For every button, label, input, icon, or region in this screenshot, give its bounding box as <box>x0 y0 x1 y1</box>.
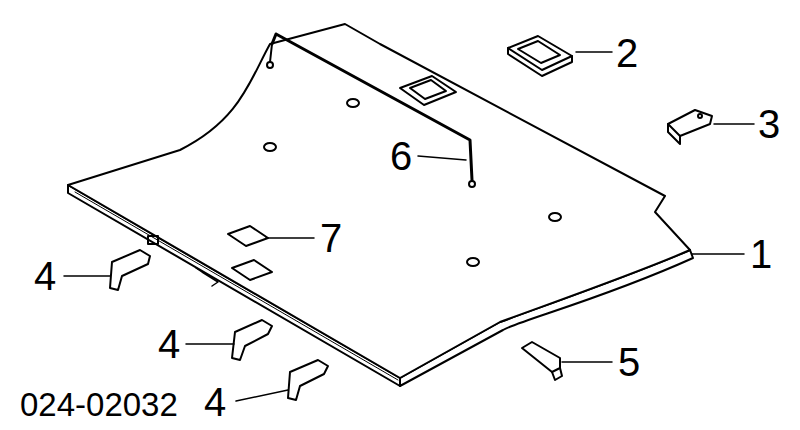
diagram-code: 024-02032 <box>20 388 178 421</box>
callout-number: 5 <box>618 342 640 382</box>
callout-number: 4 <box>204 382 226 422</box>
callout-number: 6 <box>390 136 412 176</box>
callout-number: 4 <box>158 324 180 364</box>
callout-number: 4 <box>34 256 56 296</box>
callout-number: 3 <box>758 104 780 144</box>
callout-number: 7 <box>320 218 342 258</box>
callout-number: 2 <box>616 33 638 73</box>
callout-number: 1 <box>750 234 772 274</box>
